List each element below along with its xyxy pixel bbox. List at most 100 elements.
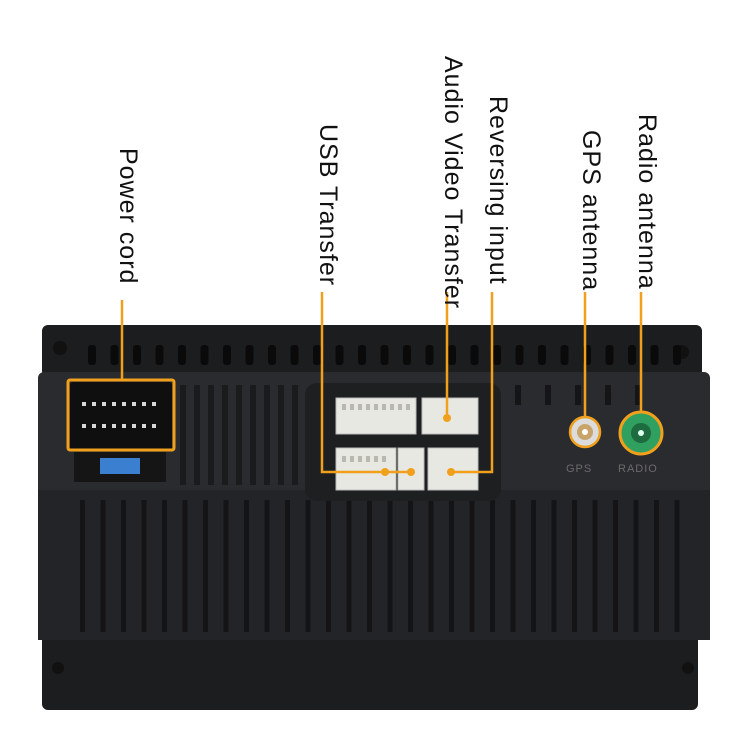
lower-fin bbox=[674, 500, 680, 632]
pin bbox=[142, 402, 146, 406]
vent-slot bbox=[200, 345, 209, 365]
vent-slot bbox=[560, 345, 569, 365]
pin bbox=[358, 456, 362, 462]
fin bbox=[575, 385, 581, 405]
pin bbox=[102, 402, 106, 406]
av-connector-top-left bbox=[335, 397, 417, 435]
lower-fin bbox=[244, 500, 249, 632]
fuse bbox=[100, 458, 140, 474]
pin bbox=[122, 402, 126, 406]
vent-slot bbox=[403, 345, 411, 365]
lower-fin bbox=[654, 500, 659, 632]
lower-fin bbox=[367, 500, 372, 632]
vent-slot bbox=[290, 345, 299, 365]
vent-slot bbox=[133, 345, 141, 365]
pin bbox=[398, 404, 402, 410]
pin bbox=[112, 402, 116, 406]
pin bbox=[92, 402, 96, 406]
lower-fin bbox=[285, 500, 290, 632]
fin bbox=[180, 385, 186, 485]
av-dot bbox=[443, 414, 451, 422]
fin bbox=[250, 385, 256, 485]
lower-fin bbox=[510, 500, 516, 632]
lower-fin bbox=[633, 500, 639, 632]
vent-slot bbox=[448, 345, 456, 365]
pin bbox=[82, 402, 86, 406]
pin bbox=[350, 456, 354, 462]
vent-slot bbox=[493, 345, 501, 365]
reversing-input-leader bbox=[451, 292, 494, 474]
vent-slot bbox=[110, 345, 119, 365]
pin bbox=[382, 404, 386, 410]
vent-slot bbox=[223, 345, 231, 365]
top-vent-slots bbox=[88, 345, 681, 365]
radio-antenna-jack-pin bbox=[638, 430, 644, 436]
lower-heatsink-fins bbox=[80, 500, 680, 632]
pin bbox=[342, 456, 346, 462]
callout-dots bbox=[381, 414, 455, 476]
screw-icon bbox=[53, 341, 67, 355]
lower-fin bbox=[469, 500, 475, 632]
pin bbox=[366, 456, 370, 462]
fin bbox=[194, 385, 200, 485]
usb-dot bbox=[407, 468, 415, 476]
lower-fin bbox=[428, 500, 434, 632]
lower-fin bbox=[326, 500, 331, 632]
fin bbox=[605, 385, 611, 405]
vent-slot bbox=[380, 345, 389, 365]
lower-fin bbox=[80, 500, 85, 632]
power-connector-housing bbox=[70, 382, 172, 450]
usb-dot bbox=[381, 468, 389, 476]
vent-slot bbox=[358, 345, 366, 365]
radio-antenna-label: Radio antenna bbox=[633, 114, 661, 290]
vent-slot bbox=[538, 345, 546, 365]
vent-slot bbox=[245, 345, 254, 365]
fin bbox=[635, 385, 641, 405]
fin bbox=[278, 385, 284, 485]
vent-slot bbox=[335, 345, 344, 365]
usb-transfer-leader bbox=[320, 292, 385, 474]
lower-fin bbox=[551, 500, 557, 632]
usb-transfer-label: USB Transfer bbox=[314, 124, 342, 287]
vent-slot bbox=[155, 345, 164, 365]
pin bbox=[132, 424, 136, 428]
fin bbox=[264, 385, 270, 485]
pin bbox=[142, 424, 146, 428]
lower-fin bbox=[223, 500, 229, 632]
lower-fin bbox=[592, 500, 598, 632]
power-connector-pins bbox=[82, 402, 156, 428]
lower-fin bbox=[264, 500, 270, 632]
gps-antenna-callout-ring bbox=[568, 415, 602, 449]
vent-slot bbox=[628, 345, 636, 365]
fin bbox=[545, 385, 551, 405]
pin bbox=[152, 424, 156, 428]
heatsink-fins bbox=[180, 385, 641, 485]
lower-fin bbox=[490, 500, 495, 632]
pin bbox=[406, 404, 410, 410]
pin bbox=[92, 424, 96, 428]
fin bbox=[222, 385, 228, 485]
reversing-input-label: Reversing input bbox=[484, 96, 512, 285]
audio-video-transfer-label: Audio Video Transfer bbox=[439, 56, 467, 310]
pin bbox=[342, 404, 346, 410]
lower-panel-section bbox=[38, 490, 710, 640]
radio-panel-text: RADIO bbox=[618, 463, 658, 475]
lower-fin bbox=[305, 500, 311, 632]
av-connector-pins bbox=[342, 404, 410, 462]
screw-icon bbox=[682, 662, 694, 674]
lower-fin bbox=[141, 500, 147, 632]
radio-antenna-callout-ring bbox=[618, 410, 664, 456]
pin bbox=[382, 456, 386, 462]
vent-slot bbox=[178, 345, 186, 365]
pin bbox=[82, 424, 86, 428]
pin bbox=[122, 424, 126, 428]
pin bbox=[358, 404, 362, 410]
screw-icon bbox=[52, 662, 64, 674]
vent-slot bbox=[313, 345, 321, 365]
pin bbox=[112, 424, 116, 428]
lower-fin bbox=[408, 500, 413, 632]
pin bbox=[366, 404, 370, 410]
pin bbox=[390, 404, 394, 410]
